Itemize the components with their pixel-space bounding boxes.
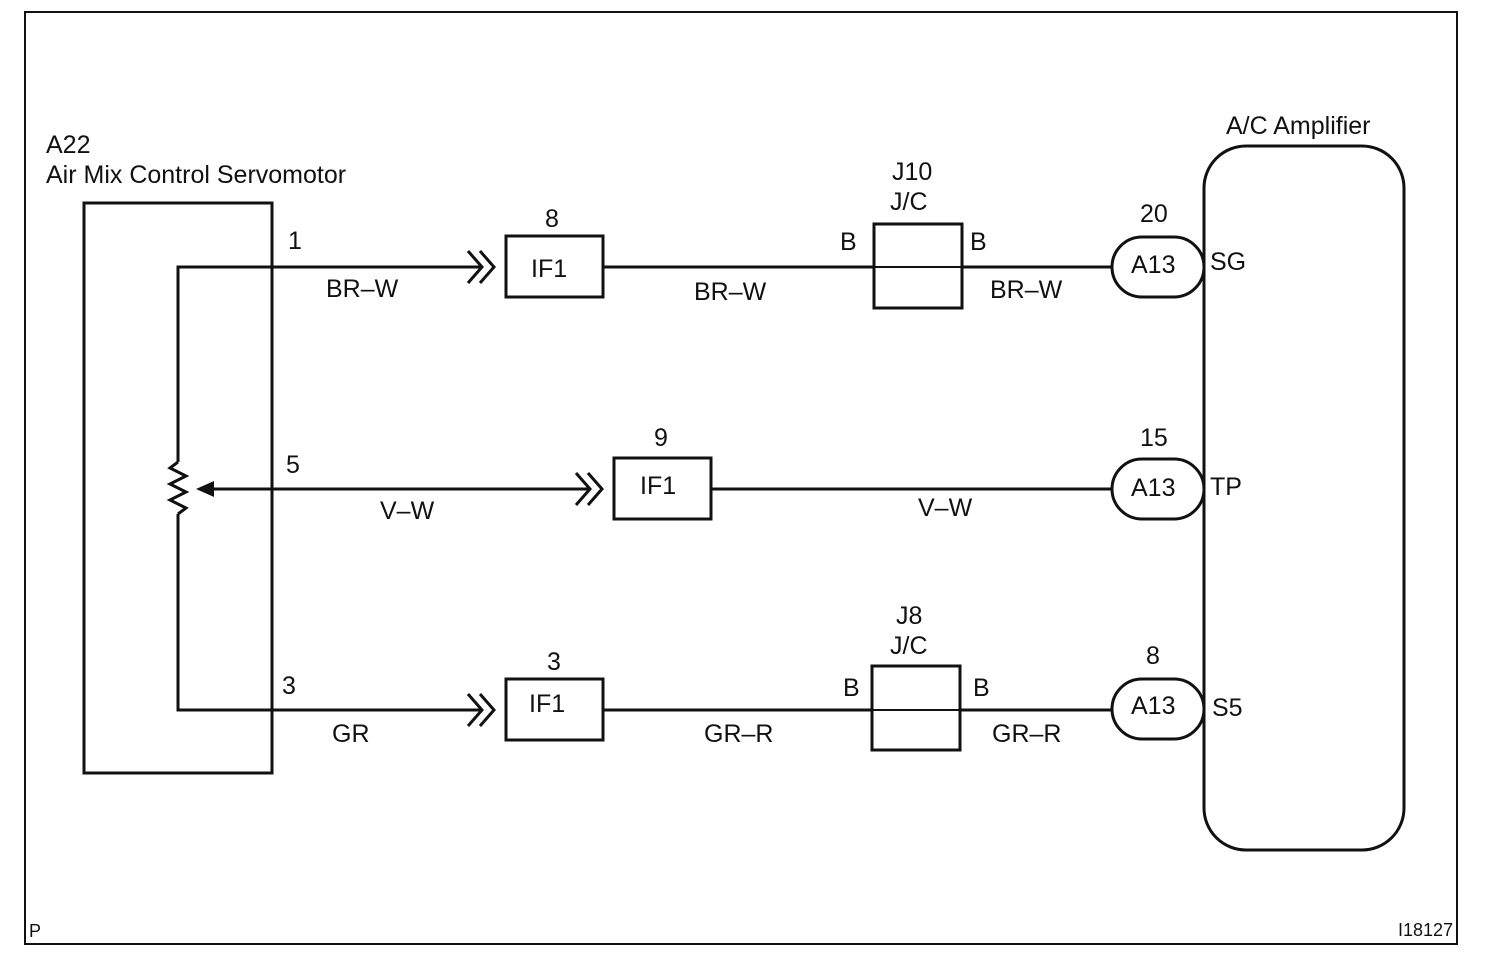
if1-mid-label: IF1 xyxy=(640,472,676,500)
servomotor-pin-5: 5 xyxy=(286,451,300,479)
connector-arrow-icon xyxy=(466,693,496,727)
a13-mid-pin: 15 xyxy=(1140,424,1168,452)
connector-arrow-icon xyxy=(574,472,604,506)
wire-mid-color-2: V–W xyxy=(918,494,973,522)
connector-arrow-icon xyxy=(466,250,496,284)
j10-type: J/C xyxy=(890,188,928,216)
figure-id: I18127 xyxy=(1398,920,1453,940)
terminal-tp: TP xyxy=(1210,473,1242,501)
wire-top-color-3: BR–W xyxy=(990,276,1063,304)
servomotor-name: Air Mix Control Servomotor xyxy=(46,161,346,189)
wire-bot-color-1: GR xyxy=(332,720,370,748)
a13-mid-label: A13 xyxy=(1131,474,1175,502)
servomotor-code: A22 xyxy=(46,131,90,159)
j10-code: J10 xyxy=(892,158,932,186)
a13-top-label: A13 xyxy=(1131,251,1175,279)
a13-bot-label: A13 xyxy=(1131,692,1175,720)
footer-left-code: P xyxy=(29,921,41,941)
servomotor-pin-1: 1 xyxy=(288,227,302,255)
if1-bot-label: IF1 xyxy=(529,690,565,718)
j10-right-label: B xyxy=(970,228,987,256)
wire-top-color-2: BR–W xyxy=(694,278,767,306)
servomotor-internal-bottom xyxy=(176,514,272,712)
j8-right-label: B xyxy=(973,674,990,702)
if1-top-label: IF1 xyxy=(531,255,567,283)
j8-left-label: B xyxy=(843,674,860,702)
wire-top-color-1: BR–W xyxy=(326,275,399,303)
if1-top-pin: 8 xyxy=(545,205,559,233)
wire-bot-color-2: GR–R xyxy=(704,720,773,748)
wire-mid-color-1: V–W xyxy=(380,497,435,525)
servomotor-internal-top xyxy=(176,265,272,462)
j10-left-label: B xyxy=(840,228,857,256)
j8-junction xyxy=(870,664,962,752)
if1-bot-pin: 3 xyxy=(547,648,561,676)
if1-connector-top xyxy=(504,234,605,299)
if1-mid-pin: 9 xyxy=(654,424,668,452)
a13-top-pin: 20 xyxy=(1140,200,1168,228)
terminal-sg: SG xyxy=(1210,248,1246,276)
potentiometer-resistor xyxy=(166,460,190,516)
a13-bot-pin: 8 xyxy=(1146,642,1160,670)
if1-connector-mid xyxy=(612,456,713,521)
j8-code: J8 xyxy=(896,602,922,630)
wiper-arrow-icon xyxy=(196,481,214,497)
servomotor-pin-3: 3 xyxy=(282,672,296,700)
ac-amplifier-body xyxy=(1202,144,1406,852)
ac-amplifier-title: A/C Amplifier xyxy=(1226,112,1370,140)
terminal-s5: S5 xyxy=(1212,694,1243,722)
j8-type: J/C xyxy=(890,632,928,660)
wire-bot-color-3: GR–R xyxy=(992,720,1061,748)
diagram-frame xyxy=(24,11,1458,945)
